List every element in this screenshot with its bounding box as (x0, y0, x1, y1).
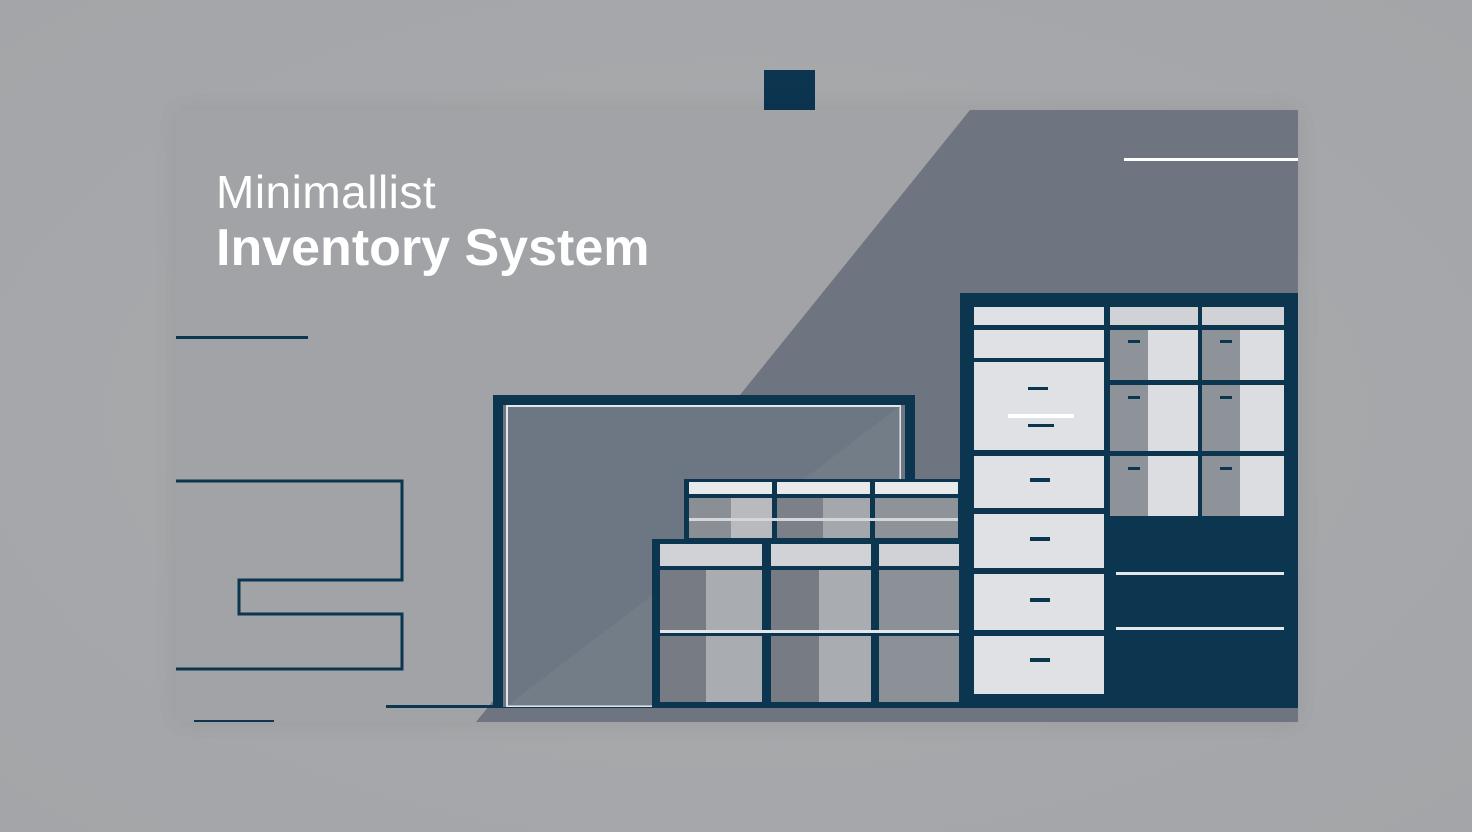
title-line-2: Inventory System (216, 219, 650, 277)
left-accent-line (176, 336, 308, 339)
top-accent-line (1124, 158, 1298, 161)
title-line-1: Minimallist (216, 166, 437, 218)
filing-cabinet-illustration (960, 293, 1298, 707)
storage-shelves-illustration (652, 479, 962, 707)
left-outline-shape (176, 479, 404, 671)
bottom-accent-line (194, 720, 274, 722)
title-block: Minimallist Inventory System (216, 166, 650, 278)
title-card: Minimallist Inventory System (176, 110, 1298, 722)
inventory-illustration (176, 110, 1298, 722)
accent-square (764, 70, 815, 110)
